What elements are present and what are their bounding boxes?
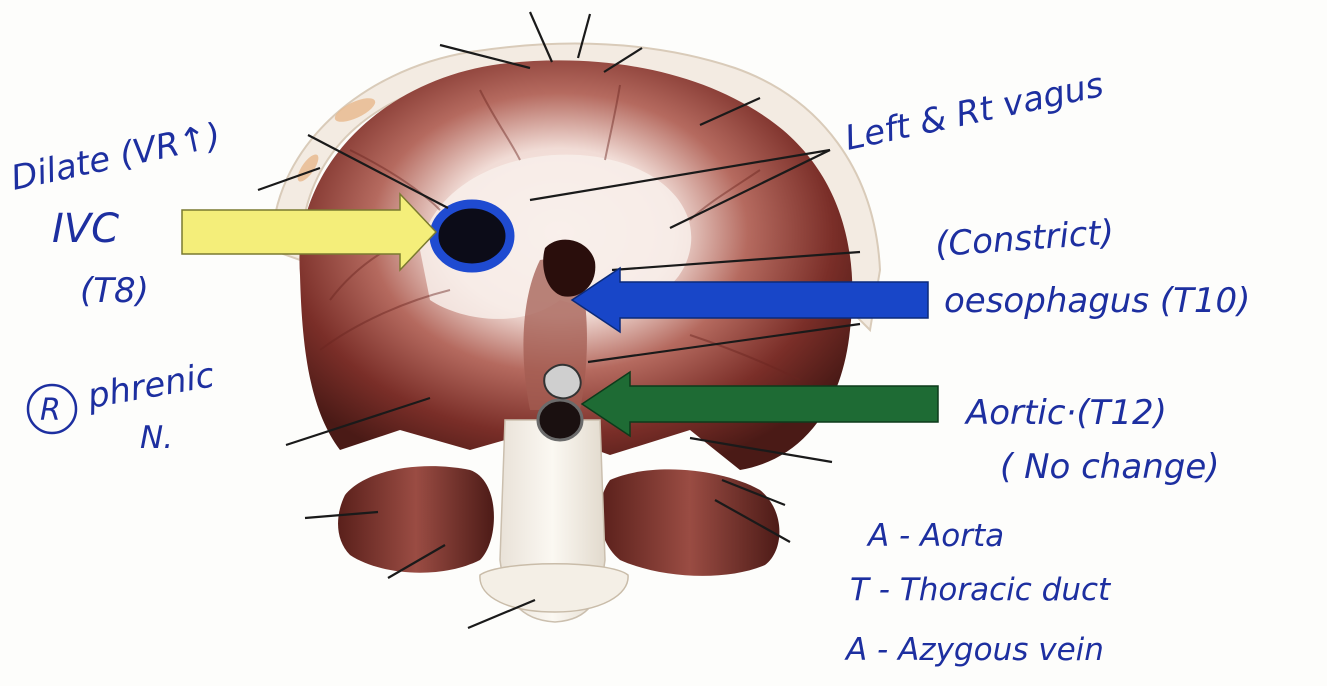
phrenic-circle-letter: R (40, 393, 61, 428)
phrenic-n-label: N. (140, 420, 173, 456)
legend-thoracic-duct: T - Thoracic duct (850, 572, 1112, 608)
ivc-label: IVC (52, 206, 119, 252)
legend-azygous-vein: A - Azygous vein (844, 632, 1104, 668)
aortic-opening (538, 400, 582, 440)
constrict-label: (Constrict) (934, 213, 1115, 265)
no-change-label: ( No change) (1000, 447, 1220, 487)
right-crus (600, 469, 780, 575)
ivc-opening (434, 204, 510, 268)
legend-aorta: A - Aorta (866, 518, 1004, 554)
aortic-structure (544, 365, 580, 399)
dilate-label: Dilate (VR↑) (8, 115, 225, 198)
phrenic-label: phrenic (84, 355, 218, 417)
oesophagus-label: oesophagus (T10) (944, 281, 1250, 321)
vertebral-body (480, 564, 628, 612)
ivc-level-label: (T8) (80, 271, 149, 311)
left-crus (338, 466, 494, 573)
vagus-label: Left & Rt vagus (842, 65, 1107, 159)
aortic-label: Aortic·(T12) (964, 393, 1167, 433)
